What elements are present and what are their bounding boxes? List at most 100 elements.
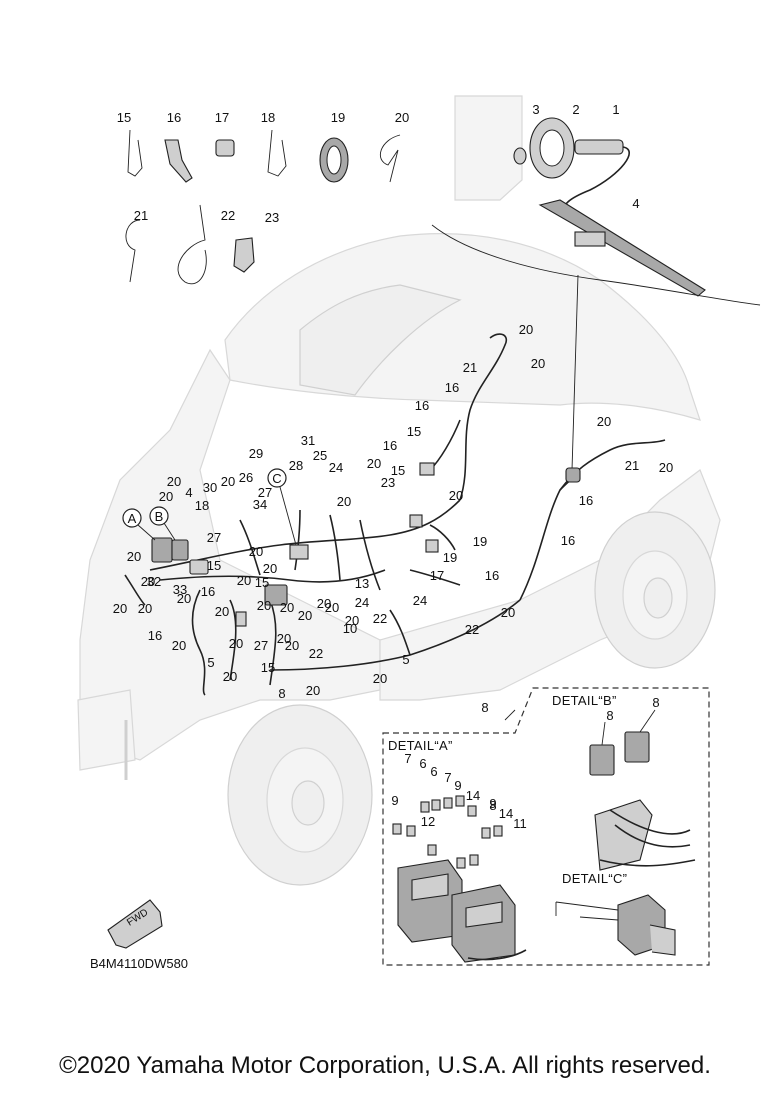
part-callout-21: 21 bbox=[625, 458, 639, 473]
part-callout-22: 22 bbox=[309, 646, 323, 661]
part-callout-19: 19 bbox=[331, 110, 345, 125]
part-callout-20: 20 bbox=[263, 561, 277, 576]
part-callout-26: 26 bbox=[239, 470, 253, 485]
part-callout-12: 12 bbox=[421, 814, 435, 829]
part-callout-33: 33 bbox=[173, 582, 187, 597]
part-callout-30: 30 bbox=[203, 480, 217, 495]
detail-callouts: A B C bbox=[122, 468, 297, 546]
callout-b-label: B bbox=[155, 509, 164, 524]
part-callout-4: 4 bbox=[632, 196, 639, 211]
part-callout-14: 14 bbox=[466, 788, 480, 803]
part-callout-2: 2 bbox=[572, 102, 579, 117]
part-callout-20: 20 bbox=[138, 601, 152, 616]
part-callout-18: 18 bbox=[195, 498, 209, 513]
part-callout-8: 8 bbox=[489, 798, 496, 813]
wiring-harness-diagram: A B C DETAIL“A” DETAIL“B” DETAIL“C” bbox=[77, 95, 761, 971]
part-callout-17: 17 bbox=[430, 568, 444, 583]
part-callout-13: 13 bbox=[355, 576, 369, 591]
part-callout-20: 20 bbox=[449, 488, 463, 503]
part-callout-34: 34 bbox=[253, 497, 267, 512]
part-callout-20: 20 bbox=[285, 638, 299, 653]
cable-tie-18 bbox=[267, 129, 287, 177]
fuse-box-detail bbox=[392, 795, 527, 963]
part-callout-16: 16 bbox=[579, 493, 593, 508]
part-callout-20: 20 bbox=[223, 669, 237, 684]
part-callout-21: 21 bbox=[463, 360, 477, 375]
part-callout-19: 19 bbox=[473, 534, 487, 549]
part-callout-16: 16 bbox=[167, 110, 181, 125]
part-callout-20: 20 bbox=[501, 605, 515, 620]
part-callout-27: 27 bbox=[207, 530, 221, 545]
part-callout-17: 17 bbox=[215, 110, 229, 125]
part-callout-5: 5 bbox=[402, 652, 409, 667]
part-callout-20: 20 bbox=[127, 549, 141, 564]
sensor-1 bbox=[574, 139, 624, 155]
detail-b-title: DETAIL“B” bbox=[552, 693, 617, 708]
part-callout-10: 10 bbox=[343, 621, 357, 636]
part-callout-9: 9 bbox=[489, 796, 496, 811]
part-callout-15: 15 bbox=[207, 558, 221, 573]
part-callout-20: 20 bbox=[229, 636, 243, 651]
part-callout-20: 20 bbox=[172, 638, 186, 653]
part-callout-20: 20 bbox=[659, 460, 673, 475]
part-callout-27: 27 bbox=[254, 638, 268, 653]
diagram-code: B4M4110DW580 bbox=[90, 956, 188, 971]
part-callout-7: 7 bbox=[444, 770, 451, 785]
part-callout-28: 28 bbox=[289, 458, 303, 473]
copyright-notice: ©2020 Yamaha Motor Corporation, U.S.A. A… bbox=[59, 1052, 711, 1079]
part-callout-20: 20 bbox=[519, 322, 533, 337]
part-callout-20: 20 bbox=[167, 474, 181, 489]
part-callout-11: 11 bbox=[513, 816, 527, 831]
part-callout-16: 16 bbox=[445, 380, 459, 395]
wire-lead-4 bbox=[538, 199, 706, 297]
part-callout-20: 20 bbox=[141, 574, 155, 589]
part-callout-4: 4 bbox=[185, 485, 192, 500]
part-callout-32: 32 bbox=[147, 574, 161, 589]
part-callout-15: 15 bbox=[261, 660, 275, 675]
part-callout-19: 19 bbox=[443, 550, 457, 565]
sensor-inset bbox=[431, 95, 761, 471]
detail-c-title: DETAIL“C” bbox=[562, 871, 627, 886]
loose-parts-group bbox=[125, 129, 401, 285]
cable-tie-21 bbox=[125, 219, 141, 283]
part-callout-21: 21 bbox=[134, 208, 148, 223]
part-callout-20: 20 bbox=[597, 414, 611, 429]
part-callout-20: 20 bbox=[177, 591, 191, 606]
part-callout-5: 5 bbox=[207, 655, 214, 670]
forward-arrow: FWD bbox=[107, 899, 163, 949]
part-callout-16: 16 bbox=[148, 628, 162, 643]
part-callout-20: 20 bbox=[337, 494, 351, 509]
grommet-17 bbox=[215, 139, 235, 157]
part-callout-16: 16 bbox=[561, 533, 575, 548]
part-callout-25: 25 bbox=[313, 448, 327, 463]
part-callout-22: 22 bbox=[373, 611, 387, 626]
cable-tie-22 bbox=[177, 204, 207, 285]
part-callout-20: 20 bbox=[367, 456, 381, 471]
part-callout-20: 20 bbox=[531, 356, 545, 371]
part-callout-24: 24 bbox=[355, 595, 369, 610]
part-callout-31: 31 bbox=[301, 433, 315, 448]
part-callout-20: 20 bbox=[249, 544, 263, 559]
part-callout-22: 22 bbox=[465, 622, 479, 637]
connector-detail bbox=[555, 894, 676, 956]
part-callout-20: 20 bbox=[113, 601, 127, 616]
cable-tie-20 bbox=[379, 134, 401, 183]
part-callout-7: 7 bbox=[404, 751, 411, 766]
vehicle-ghost-outline bbox=[77, 233, 721, 886]
part-callout-16: 16 bbox=[485, 568, 499, 583]
detail-a-title: DETAIL“A” bbox=[388, 738, 453, 753]
part-callout-16: 16 bbox=[383, 438, 397, 453]
part-callout-20: 20 bbox=[237, 573, 251, 588]
part-callout-20: 20 bbox=[159, 489, 173, 504]
part-callout-29: 29 bbox=[249, 446, 263, 461]
part-callout-24: 24 bbox=[413, 593, 427, 608]
part-callout-20: 20 bbox=[280, 600, 294, 615]
part-callout-20: 20 bbox=[317, 596, 331, 611]
cable-tie-15 bbox=[127, 129, 143, 177]
part-callout-20: 20 bbox=[325, 600, 339, 615]
part-callout-24: 24 bbox=[329, 460, 343, 475]
bracket-23 bbox=[233, 237, 255, 273]
detail-panels: DETAIL“A” DETAIL“B” DETAIL“C” bbox=[382, 687, 710, 966]
part-callout-20: 20 bbox=[257, 598, 271, 613]
